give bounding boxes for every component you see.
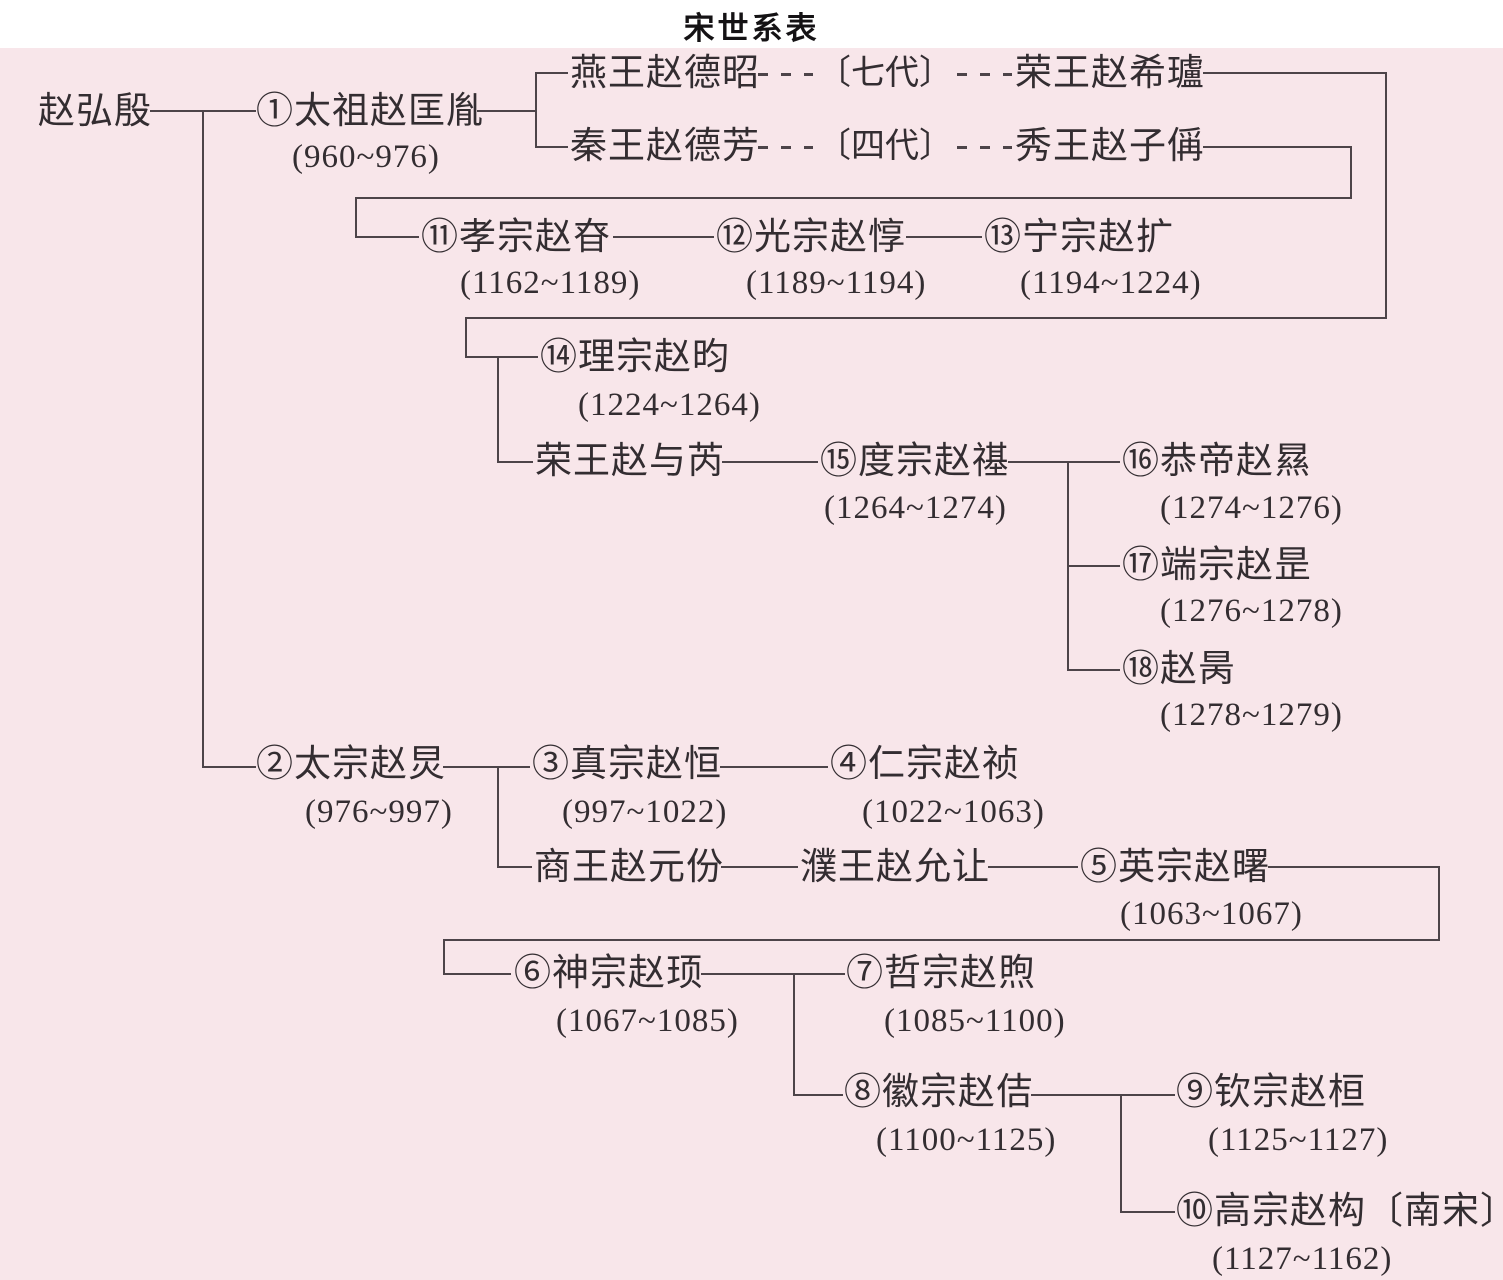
node-gaozong: ⑩高宗赵构〔南宋〕 <box>1176 1191 1503 1232</box>
generation-link-seven: 〔七代〕 <box>758 54 1012 94</box>
node-zhao-hongyin: 赵弘殷 <box>38 91 152 132</box>
connector-line <box>497 356 499 463</box>
connector-line <box>1438 866 1440 941</box>
generation-label: 〔七代〕 <box>817 55 953 92</box>
connector-line <box>721 866 798 868</box>
connector-line <box>1120 1094 1122 1213</box>
node-duzong: ⑮度宗赵禥 <box>820 441 1010 482</box>
connector-line <box>793 973 795 1096</box>
connector-line <box>1120 1211 1175 1213</box>
dates-shenzong: (1067~1085) <box>556 1003 739 1039</box>
connector-line <box>443 939 445 975</box>
dashed-line <box>957 72 1012 76</box>
node-rongwang-xilu: 荣王赵希瓐 <box>1015 53 1205 94</box>
node-zhezong: ⑦哲宗赵煦 <box>846 953 1036 994</box>
node-guangzong: ⑫光宗赵惇 <box>716 217 906 258</box>
connector-line <box>202 766 256 768</box>
node-lizong: ⑭理宗赵昀 <box>540 337 730 378</box>
dates-lizong: (1224~1264) <box>578 387 761 423</box>
title-bar <box>0 0 1503 48</box>
connector-line <box>443 766 530 768</box>
node-zhenzong: ③真宗赵恒 <box>532 744 722 785</box>
node-xiuwang: 秀王赵子偁 <box>1015 126 1205 167</box>
connector-line <box>477 110 535 112</box>
dates-renzong: (1022~1063) <box>862 794 1045 830</box>
generation-link-four: 〔四代〕 <box>758 127 1012 167</box>
node-taizong: ②太宗赵炅 <box>256 744 446 785</box>
connector-line <box>720 766 828 768</box>
node-zhao-bing: ⑱赵昺 <box>1122 649 1236 690</box>
node-huizong: ⑧徽宗赵佶 <box>844 1072 1034 1113</box>
node-shenzong: ⑥神宗赵顼 <box>514 953 704 994</box>
connector-line <box>988 866 1078 868</box>
connector-line <box>1385 72 1387 319</box>
node-qinzong: ⑨钦宗赵桓 <box>1176 1072 1366 1113</box>
dates-qinzong: (1125~1127) <box>1208 1122 1389 1158</box>
connector-line <box>906 236 982 238</box>
connector-line <box>535 146 568 148</box>
dashed-line <box>758 72 813 76</box>
node-qinwang: 秦王赵德芳 <box>570 126 760 167</box>
dashed-line <box>957 145 1012 149</box>
dates-duanzong: (1276~1278) <box>1160 593 1343 629</box>
node-renzong: ④仁宗赵祯 <box>830 744 1020 785</box>
node-gongdi: ⑯恭帝赵㬎 <box>1122 441 1312 482</box>
node-yingzong: ⑤英宗赵曙 <box>1080 847 1270 888</box>
connector-line <box>202 110 204 768</box>
connector-line <box>793 1094 843 1096</box>
connector-line <box>497 461 533 463</box>
node-puwang: 濮王赵允让 <box>800 847 990 888</box>
connector-line <box>1350 146 1352 199</box>
dates-xiaozong: (1162~1189) <box>460 265 641 301</box>
dates-duzong: (1264~1274) <box>824 490 1007 526</box>
dates-gongdi: (1274~1276) <box>1160 490 1343 526</box>
node-rongwang-yurui: 荣王赵与芮 <box>535 441 725 482</box>
node-xiaozong: ⑪孝宗赵昚 <box>421 217 611 258</box>
connector-line <box>497 766 499 868</box>
connector-line <box>1008 461 1120 463</box>
connector-line <box>443 973 511 975</box>
connector-line <box>1203 146 1352 148</box>
connector-line <box>1067 565 1120 567</box>
dates-huizong: (1100~1125) <box>876 1122 1057 1158</box>
connector-line <box>465 317 1387 319</box>
connector-line <box>722 461 818 463</box>
dates-ningzong: (1194~1224) <box>1020 265 1202 301</box>
connector-line <box>465 356 538 358</box>
dates-zhenzong: (997~1022) <box>562 794 728 830</box>
dates-guangzong: (1189~1194) <box>746 265 927 301</box>
connector-line <box>355 197 357 238</box>
dates-zhezong: (1085~1100) <box>884 1003 1066 1039</box>
connector-line <box>1268 866 1440 868</box>
connector-line <box>465 317 467 358</box>
node-shangwang: 商王赵元份 <box>534 847 724 888</box>
dates-yingzong: (1063~1067) <box>1120 896 1303 932</box>
connector-line <box>355 236 419 238</box>
connector-line <box>1203 72 1387 74</box>
connector-line <box>497 866 532 868</box>
connector-line <box>355 197 1352 199</box>
connector-line <box>1067 669 1120 671</box>
generation-label: 〔四代〕 <box>817 128 953 165</box>
page-title: 宋世系表 <box>683 11 820 46</box>
dashed-line <box>758 145 813 149</box>
node-taizu: ①太祖赵匡胤 <box>256 91 484 132</box>
connector-line <box>701 973 845 975</box>
connector-line <box>613 236 714 238</box>
connector-line <box>535 72 537 148</box>
connector-line <box>1031 1094 1175 1096</box>
node-yanwang: 燕王赵德昭 <box>570 53 760 94</box>
dates-taizong: (976~997) <box>305 794 453 830</box>
dates-taizu: (960~976) <box>292 139 440 175</box>
dates-zhao-bing: (1278~1279) <box>1160 697 1343 733</box>
connector-line <box>535 72 568 74</box>
connector-line <box>443 939 1440 941</box>
node-ningzong: ⑬宁宗赵扩 <box>984 217 1174 258</box>
dates-gaozong: (1127~1162) <box>1212 1241 1393 1277</box>
node-duanzong: ⑰端宗赵昰 <box>1122 545 1312 586</box>
